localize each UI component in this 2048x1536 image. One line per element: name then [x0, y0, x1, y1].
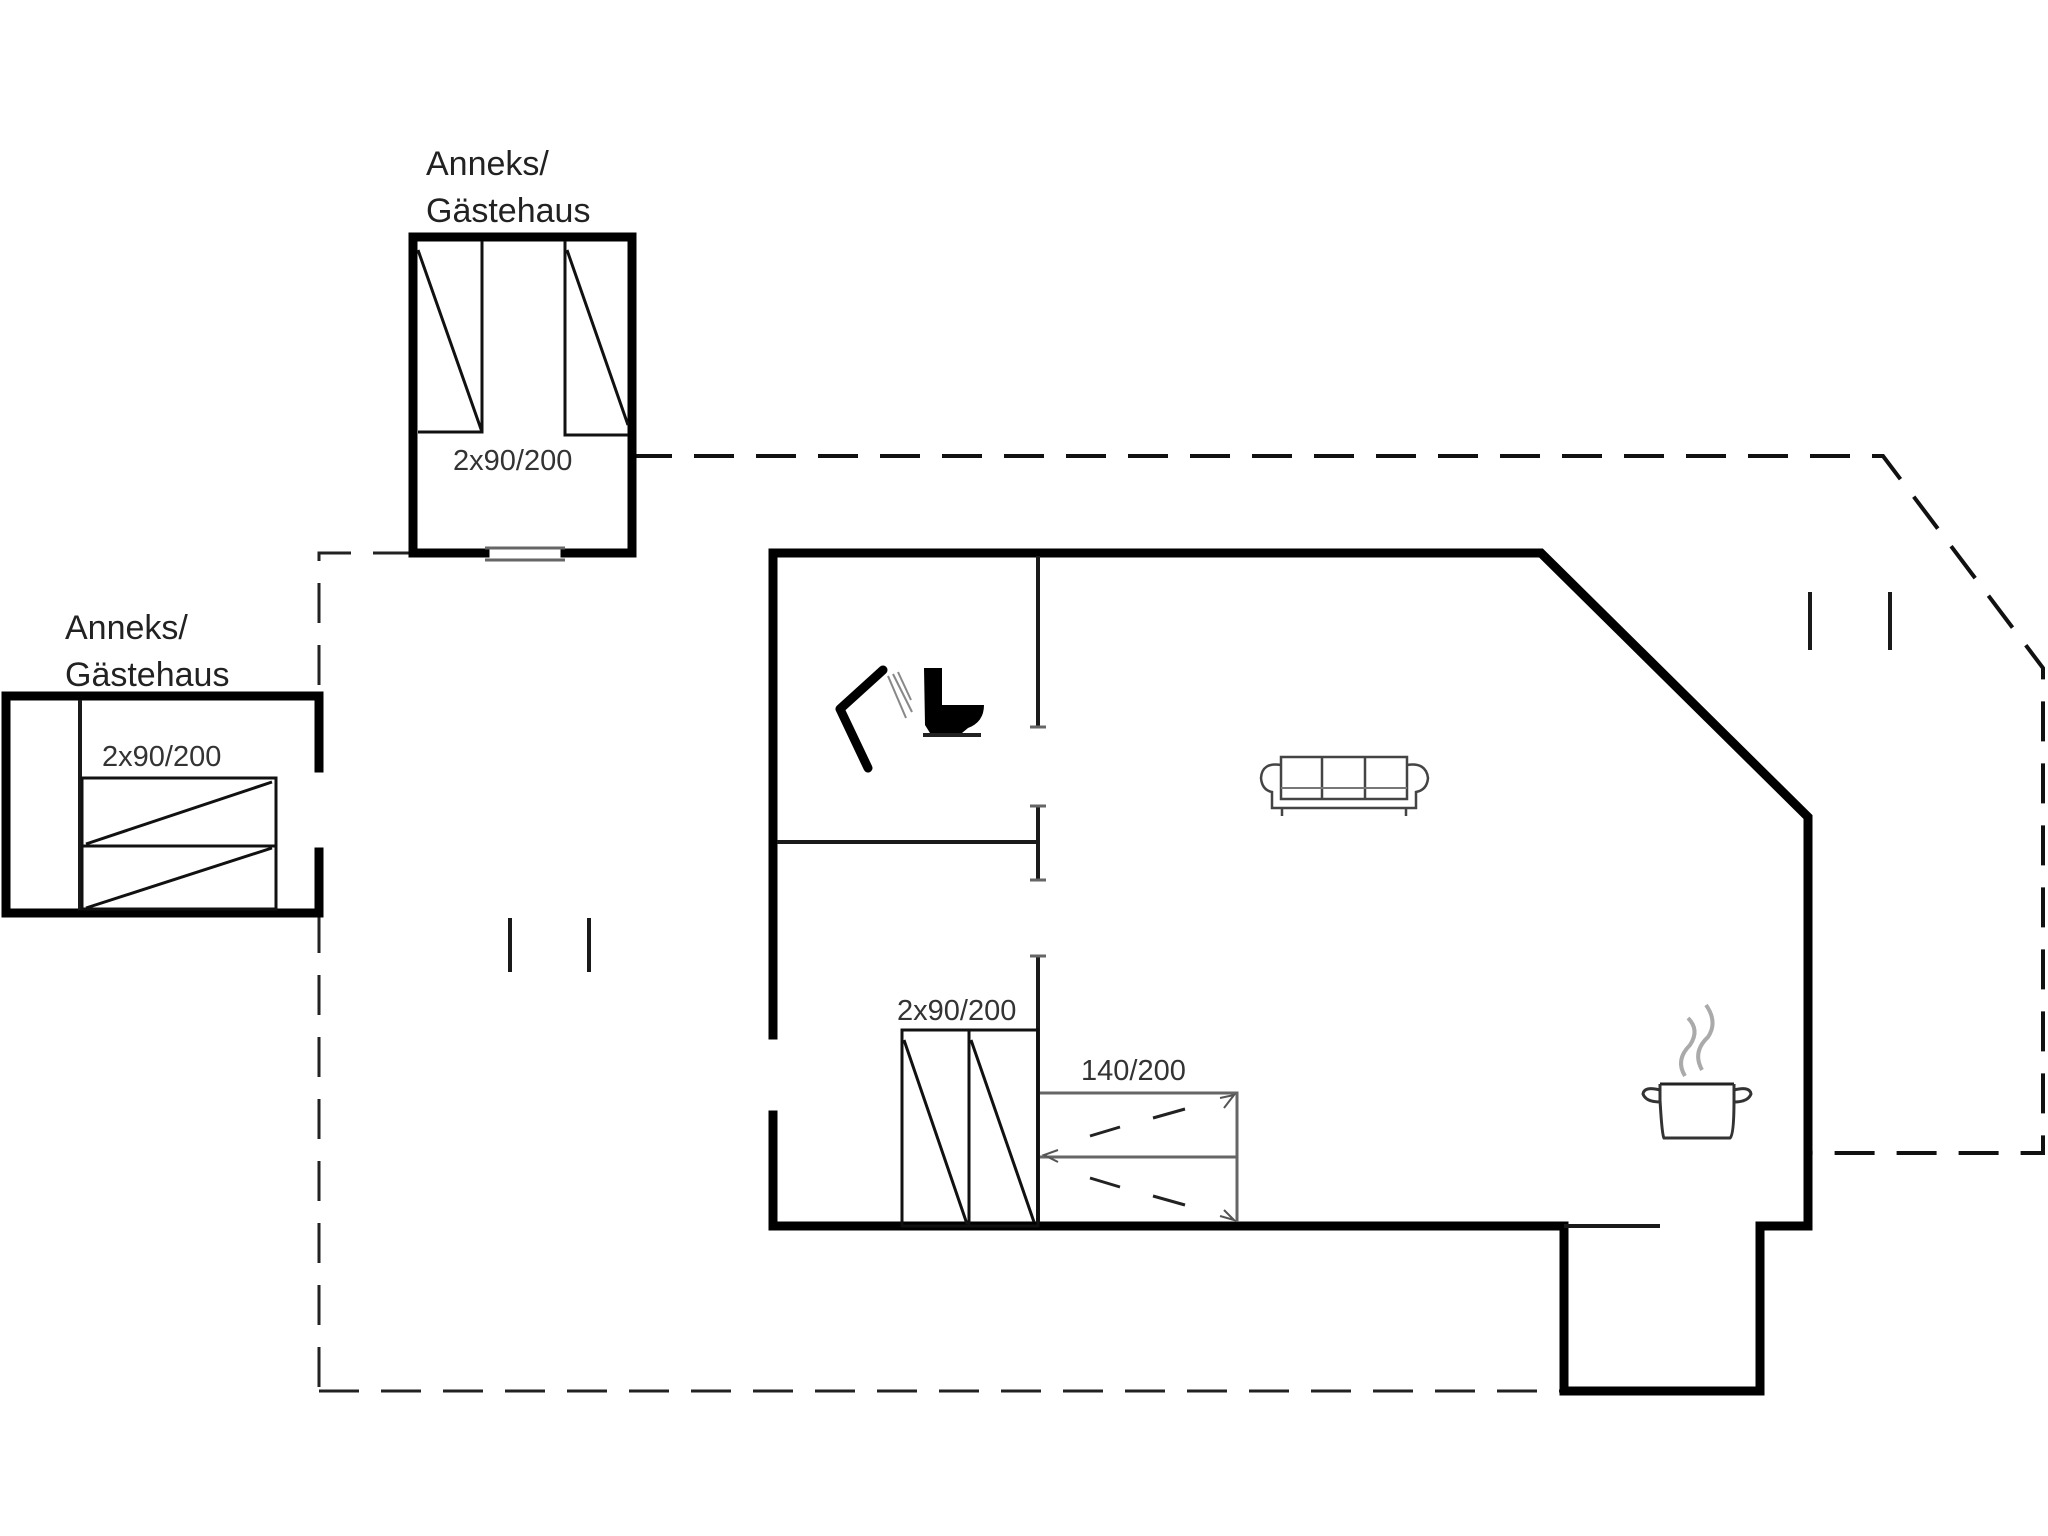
annex-left-bed-label: 2x90/200 — [102, 741, 221, 773]
bunk-beds: 2x90/200 — [897, 995, 1040, 1228]
double-bed-stack — [80, 776, 278, 911]
annex-top-label-line2: Gästehaus — [426, 192, 590, 230]
annex-top-label-line1: Anneks/ — [426, 145, 549, 183]
sofa-bed: 140/200 — [1040, 1055, 1239, 1223]
annex-top: Anneks/ Gästehaus 2x90/200 — [408, 145, 637, 562]
deck-marks-left — [508, 918, 591, 972]
shower-icon — [835, 665, 913, 773]
toilet-icon — [923, 668, 984, 737]
bunk-bed-label: 2x90/200 — [897, 995, 1016, 1027]
single-bed — [563, 241, 630, 437]
single-bed — [416, 241, 484, 434]
annex-left: Anneks/ Gästehaus 2x90/200 — [1, 609, 324, 918]
sofa-icon — [1259, 755, 1430, 816]
cooking-pot-icon — [1641, 1003, 1753, 1140]
terrace-outline — [317, 454, 2045, 1393]
annex-top-bed-label: 2x90/200 — [453, 445, 572, 477]
annex-left-label-line2: Gästehaus — [65, 656, 229, 694]
annex-left-label-line1: Anneks/ — [65, 609, 188, 647]
deck-marks-right — [1808, 592, 1892, 650]
sofa-bed-label: 140/200 — [1081, 1055, 1186, 1087]
